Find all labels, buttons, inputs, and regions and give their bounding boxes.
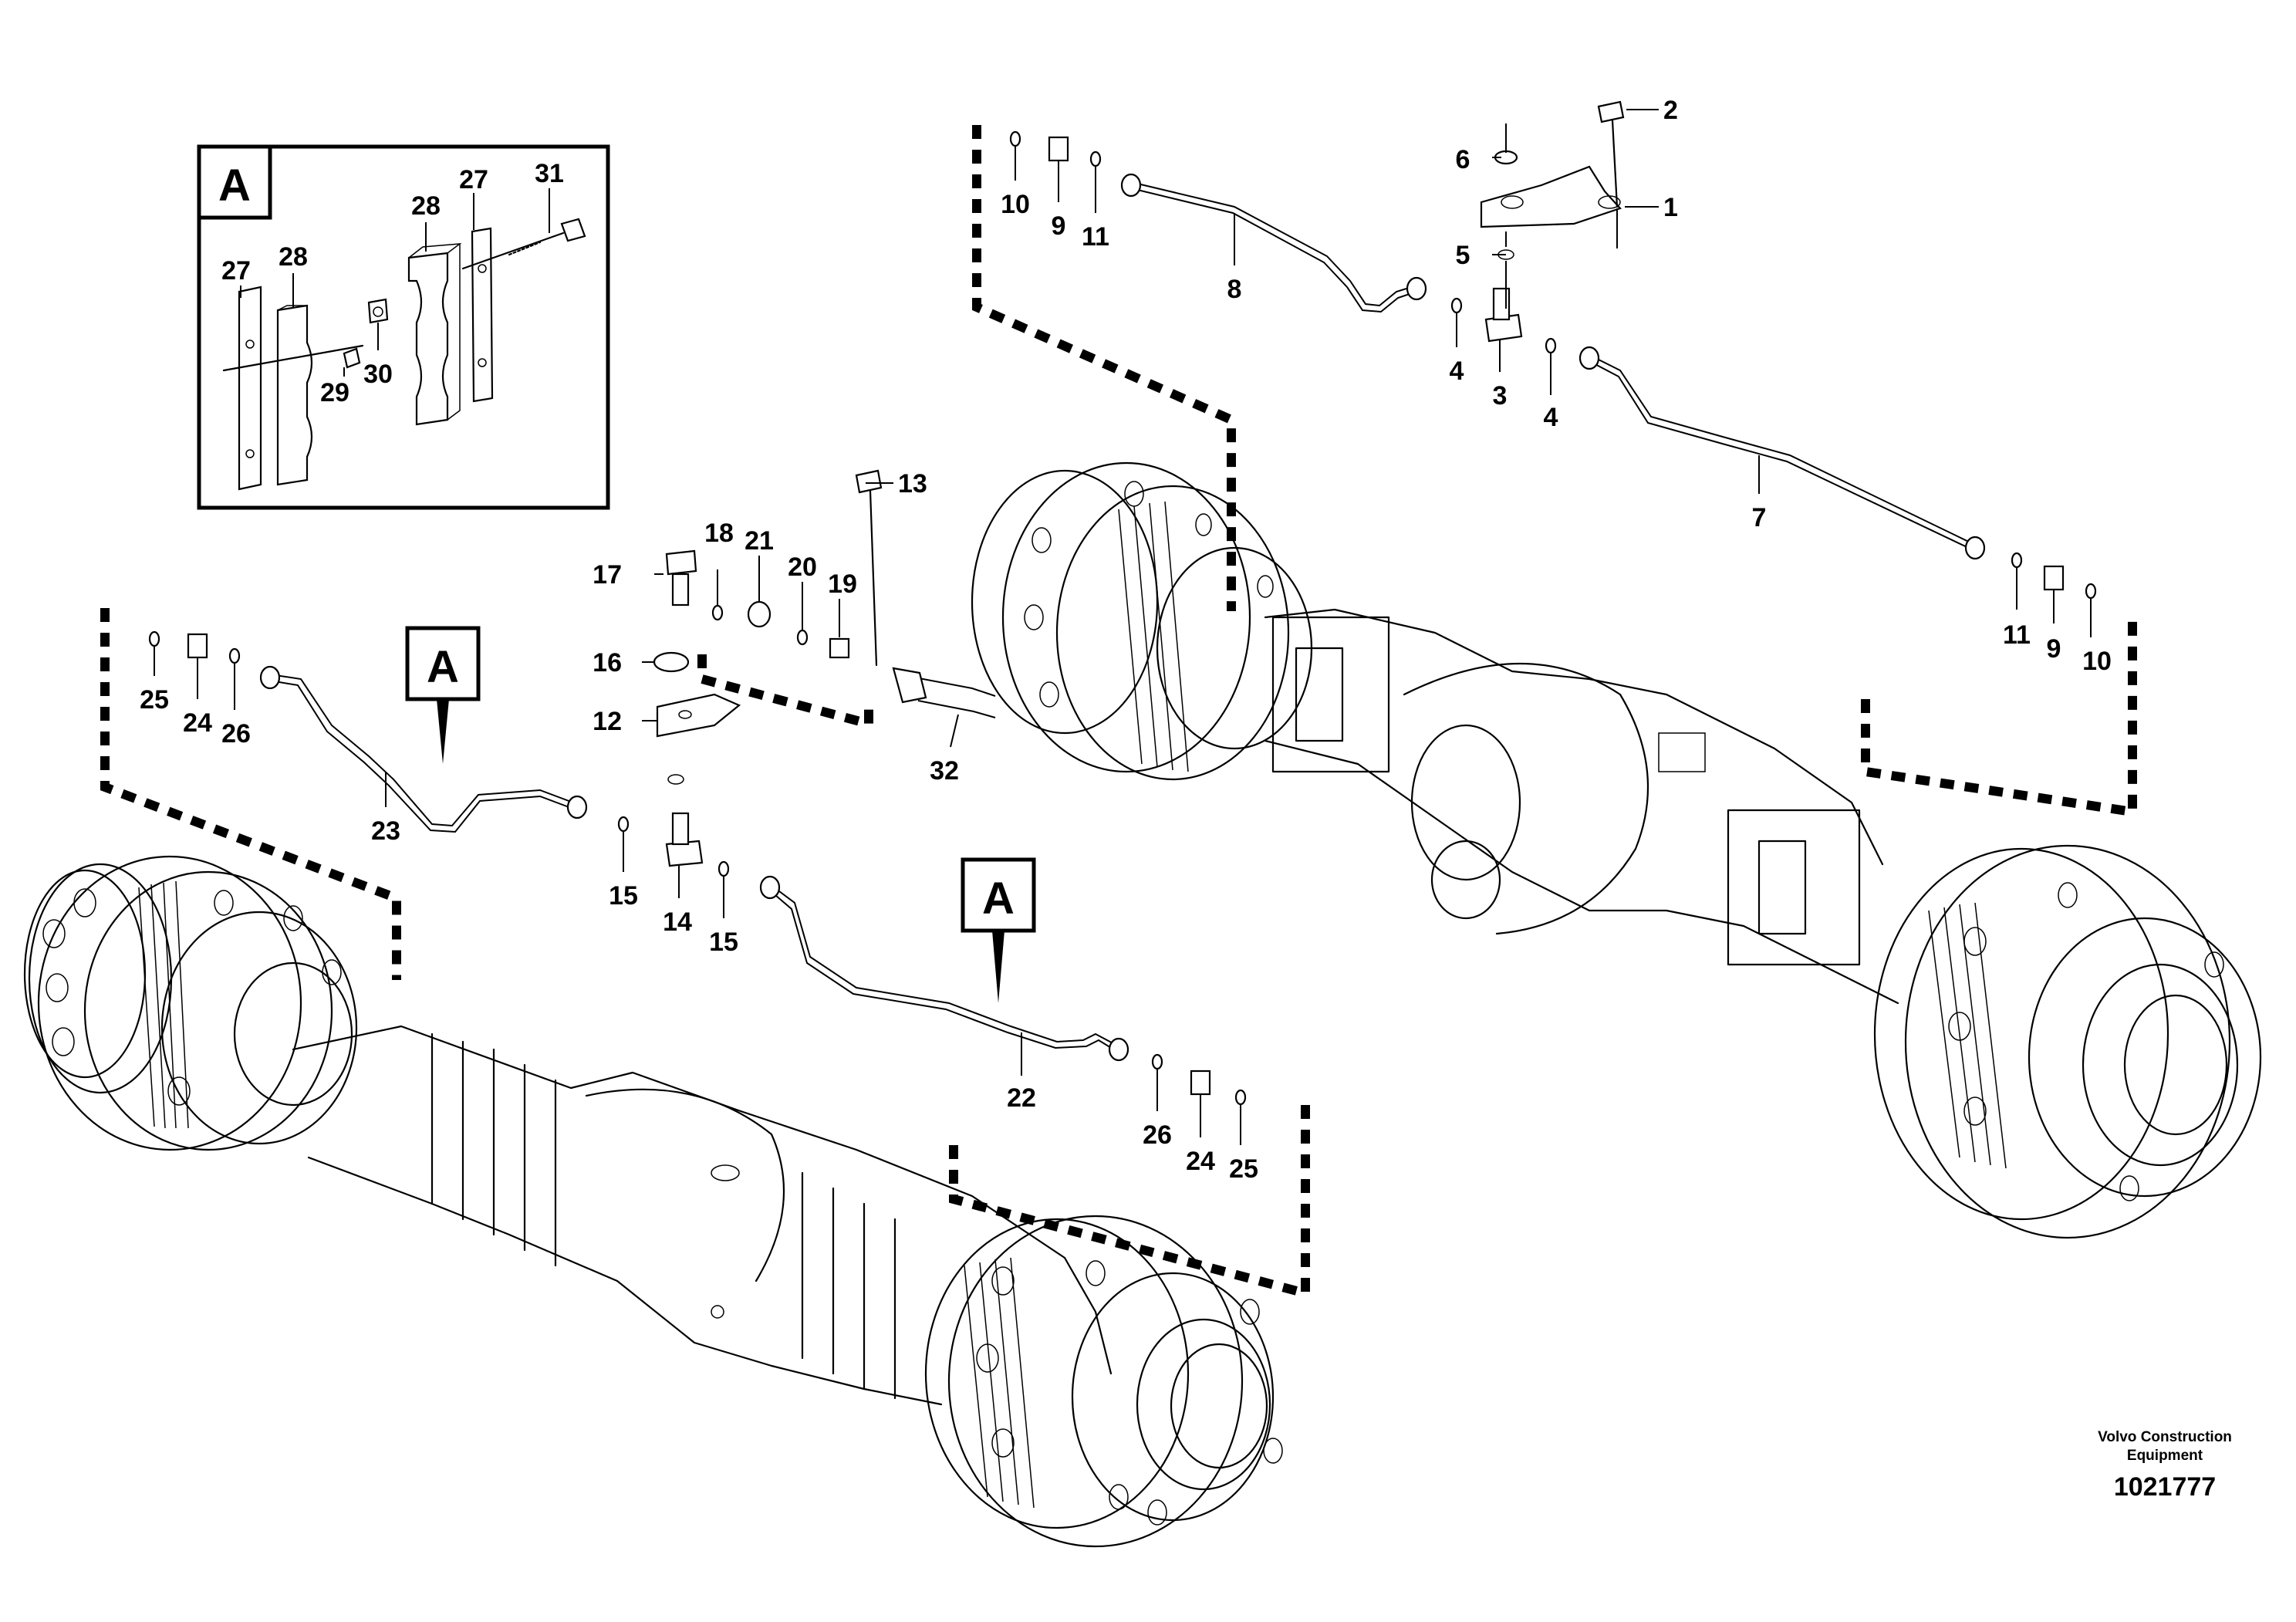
callout-30: 30 [363, 360, 393, 389]
callout-25: 25 [1229, 1154, 1258, 1184]
callout-1: 1 [1663, 193, 1678, 222]
callout-26: 26 [1143, 1120, 1172, 1150]
callout-9: 9 [1052, 211, 1066, 241]
callout-11: 11 [1082, 222, 1109, 252]
reference-a-label: A [982, 874, 1015, 924]
reference-marker-a-1: A [405, 626, 481, 764]
callout-11: 11 [2003, 620, 2031, 650]
callout-9: 9 [2047, 634, 2061, 664]
callout-10: 10 [2082, 647, 2112, 676]
callout-27: 27 [221, 256, 251, 286]
reference-marker-a-2: A [961, 857, 1036, 1003]
callout-17: 17 [593, 560, 622, 590]
callout-18: 18 [704, 519, 734, 548]
brand-line-1: Volvo Construction [2098, 1429, 2232, 1445]
callout-22: 22 [1007, 1083, 1036, 1113]
reference-a-label: A [427, 642, 459, 692]
footer-block: Volvo Construction Equipment 1021777 [2098, 1429, 2232, 1502]
callout-15: 15 [609, 881, 638, 911]
callout-23: 23 [371, 816, 400, 846]
callout-3: 3 [1493, 381, 1508, 411]
callout-2: 2 [1663, 96, 1678, 125]
callout-28: 28 [411, 191, 441, 221]
callout-labels: 1 2 3 4 4 5 6 7 8 9 9 10 10 11 11 12 13 … [140, 96, 2112, 1184]
detail-a-label: A [218, 161, 251, 211]
callout-6: 6 [1456, 145, 1470, 174]
callout-31: 31 [535, 159, 564, 188]
callout-20: 20 [788, 552, 817, 582]
callout-19: 19 [828, 569, 857, 599]
rear-brake-lines [972, 100, 2137, 817]
callout-13: 13 [898, 469, 927, 498]
callout-5: 5 [1456, 241, 1470, 270]
callout-12: 12 [593, 707, 622, 736]
callout-24: 24 [1186, 1147, 1215, 1176]
detail-a-panel: A [197, 144, 610, 510]
callout-14: 14 [663, 907, 692, 937]
callout-28: 28 [279, 242, 308, 272]
callout-29: 29 [320, 378, 349, 407]
callout-26: 26 [221, 719, 251, 748]
callout-8: 8 [1227, 275, 1242, 304]
callout-21: 21 [745, 526, 774, 556]
callout-7: 7 [1752, 503, 1767, 532]
rear-axle-assembly [971, 461, 2262, 1239]
callout-4: 4 [1450, 357, 1464, 386]
callout-25: 25 [140, 685, 169, 715]
callout-27: 27 [459, 165, 488, 194]
callout-15: 15 [709, 928, 738, 957]
callout-16: 16 [593, 648, 622, 678]
document-number: 1021777 [2114, 1472, 2216, 1502]
callout-4: 4 [1544, 403, 1558, 432]
callout-24: 24 [183, 708, 212, 738]
front-brake-lines [100, 469, 1310, 1299]
brand-line-2: Equipment [2127, 1448, 2203, 1464]
front-axle-assembly [23, 855, 1283, 1548]
callout-32: 32 [930, 756, 959, 786]
callout-10: 10 [1001, 190, 1030, 219]
